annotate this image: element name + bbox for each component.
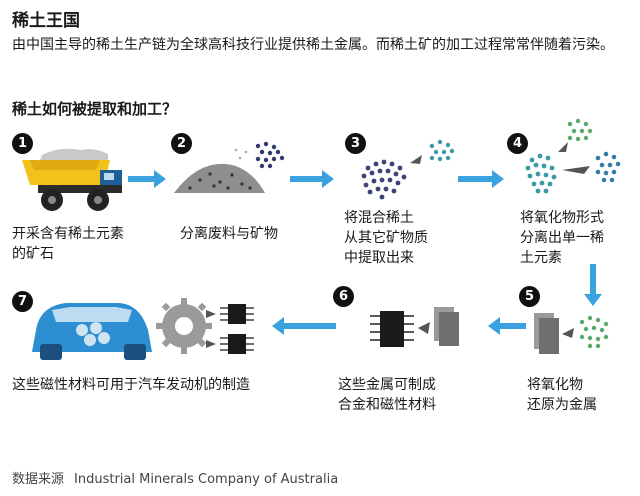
flow-arrow-6 bbox=[272, 317, 336, 335]
section-heading: 稀土如何被提取和加工？ bbox=[12, 100, 178, 118]
mixed-rare-earth-icon bbox=[361, 139, 455, 200]
source-label: 数据来源 bbox=[12, 472, 65, 487]
step-number-3: 3 bbox=[345, 133, 366, 154]
alloy-magnet-icon bbox=[370, 307, 459, 347]
ore-pile-icon bbox=[174, 141, 285, 193]
page-title: 稀土王国 bbox=[12, 11, 80, 31]
step-5-caption: 将氧化物 还原为金属 bbox=[527, 377, 597, 413]
step-1-caption: 开采含有稀土元素 的矿石 bbox=[12, 226, 124, 262]
gear-icon bbox=[156, 298, 212, 354]
magnet-icon bbox=[206, 304, 254, 354]
source-org: Industrial Minerals Company of Australia bbox=[74, 472, 339, 487]
step-number-7: 7 bbox=[12, 291, 33, 312]
step-number-5: 5 bbox=[519, 286, 540, 307]
flow-arrow-4 bbox=[584, 264, 602, 306]
flow-arrow-2 bbox=[290, 170, 334, 188]
oxide-to-metal-icon bbox=[534, 313, 609, 354]
separated-oxides-icon bbox=[525, 118, 621, 194]
flow-arrow-3 bbox=[458, 170, 504, 188]
step-number-1: 1 bbox=[12, 133, 33, 154]
step-4-caption: 将氧化物形式 分离出单一稀 土元素 bbox=[520, 210, 604, 266]
flow-arrow-1 bbox=[128, 170, 166, 188]
step-number-2: 2 bbox=[171, 133, 192, 154]
step-2-caption: 分离废料与矿物 bbox=[180, 226, 278, 242]
step-number-4: 4 bbox=[507, 133, 528, 154]
step-7-caption: 这些磁性材料可用于汽车发动机的制造 bbox=[12, 377, 250, 393]
step-3-caption: 将混合稀土 从其它矿物质 中提取出来 bbox=[344, 210, 428, 266]
source-note: 数据来源 Industrial Minerals Company of Austr… bbox=[12, 468, 338, 487]
car-engine-icon bbox=[32, 303, 152, 360]
intro-text: 由中国主导的稀土生产链为全球高科技行业提供稀土金属。而稀土矿的加工过程常常伴随着… bbox=[12, 37, 614, 53]
step-number-6: 6 bbox=[333, 286, 354, 307]
mining-truck-icon bbox=[22, 148, 122, 211]
step-6-caption: 这些金属可制成 合金和磁性材料 bbox=[338, 377, 436, 413]
flow-arrow-5 bbox=[488, 317, 526, 335]
